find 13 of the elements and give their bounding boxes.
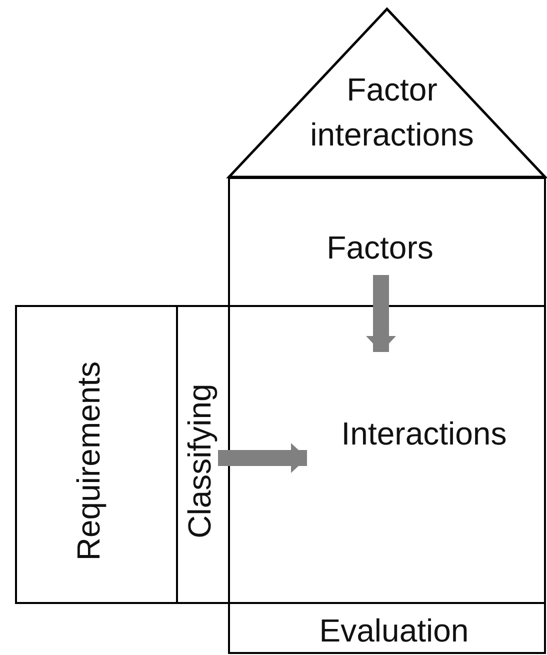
roof-triangle <box>228 8 546 179</box>
label-text: Requirements <box>69 361 108 561</box>
arrow <box>218 443 307 473</box>
side-box <box>176 305 230 604</box>
label-text: Evaluation <box>319 611 469 650</box>
label-text: Factors <box>326 228 434 268</box>
side-box <box>15 305 178 604</box>
label-text: Factor interactions <box>309 70 475 155</box>
bottom-box <box>228 602 546 654</box>
label-text: Interactions <box>341 414 507 454</box>
upper-box <box>228 177 546 307</box>
arrow <box>366 275 396 352</box>
label-text: Classifying <box>180 384 218 538</box>
